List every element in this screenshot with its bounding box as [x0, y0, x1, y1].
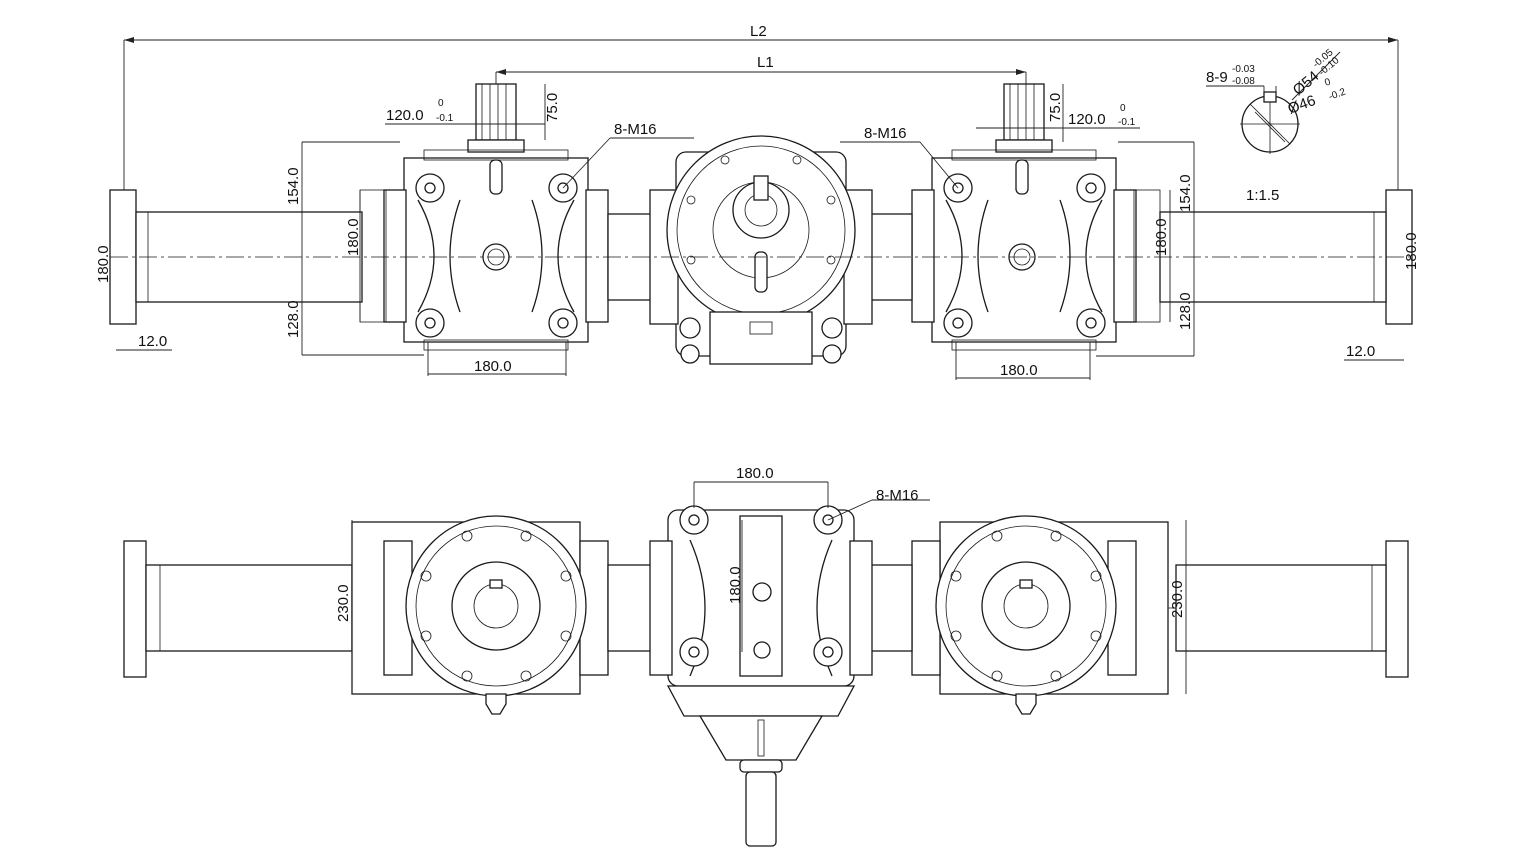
label-75-right: 75.0: [1047, 93, 1064, 122]
label-180-right-outer: 180.0: [1403, 232, 1420, 270]
right-gearbox: [911, 149, 1161, 351]
label-dia46-tol-dn: -0.2: [1327, 86, 1347, 102]
plan-right-gearbox: [911, 515, 1169, 715]
label-128-left: 128.0: [285, 300, 302, 338]
dimension-L1: L1: [495, 54, 1027, 88]
label-scale: 1:1.5: [1246, 187, 1279, 204]
shaft-section-detail: 8-9 -0.03 -0.08 Ø54 -0.05 -0.10 Ø46 0 -0…: [1206, 47, 1348, 154]
plan-view: 180.0 180.0 8-M16 230.0 230.0: [123, 465, 1409, 847]
label-230-left: 230.0: [335, 584, 352, 622]
right-input-shaft: [995, 83, 1053, 153]
front-view: L2 L1: [95, 23, 1420, 380]
label-12-left: 12.0: [138, 333, 167, 350]
label-180-center-vertical: 180.0: [727, 566, 744, 604]
label-180-left-inner: 180.0: [345, 218, 362, 256]
label-bolt-right: 8-M16: [864, 125, 907, 142]
label-180-right-inner: 180.0: [1153, 218, 1170, 256]
label-180-bottom-left: 180.0: [474, 358, 512, 375]
label-230-right: 230.0: [1169, 580, 1186, 618]
label-dia46: Ø46: [1286, 92, 1318, 118]
label-key-tol-up: -0.03: [1232, 64, 1255, 75]
label-bolt-bottom: 8-M16: [876, 487, 919, 504]
label-120-left: 120.0: [386, 107, 424, 124]
label-bolt-left: 8-M16: [614, 121, 657, 138]
plan-center-gearbox: [649, 505, 873, 847]
label-key-tol-dn: -0.08: [1232, 76, 1255, 87]
label-key-width: 8-9: [1206, 69, 1228, 86]
label-75-left: 75.0: [544, 93, 561, 122]
label-120-right-tol-up: 0: [1120, 103, 1126, 114]
label-180-left-outer: 180.0: [95, 245, 112, 283]
label-12-right: 12.0: [1346, 343, 1375, 360]
center-gearbox: [649, 135, 873, 365]
label-180-top-center: 180.0: [736, 465, 774, 482]
label-128-right: 128.0: [1177, 292, 1194, 330]
label-L2: L2: [750, 23, 767, 40]
label-L1: L1: [757, 54, 774, 71]
left-input-shaft: [467, 83, 525, 153]
plan-left-gearbox: [351, 515, 609, 715]
label-120-left-tol-up: 0: [438, 98, 444, 109]
label-154-left: 154.0: [285, 167, 302, 205]
dimension-L2: L2: [123, 23, 1399, 195]
label-120-right-tol-dn: -0.1: [1118, 117, 1136, 128]
label-180-bottom-right: 180.0: [1000, 362, 1038, 379]
left-gearbox: [359, 149, 609, 351]
label-154-right: 154.0: [1177, 174, 1194, 212]
label-120-left-tol-dn: -0.1: [436, 113, 454, 124]
label-dia46-tol-up: 0: [1323, 76, 1332, 88]
label-120-right: 120.0: [1068, 111, 1106, 128]
